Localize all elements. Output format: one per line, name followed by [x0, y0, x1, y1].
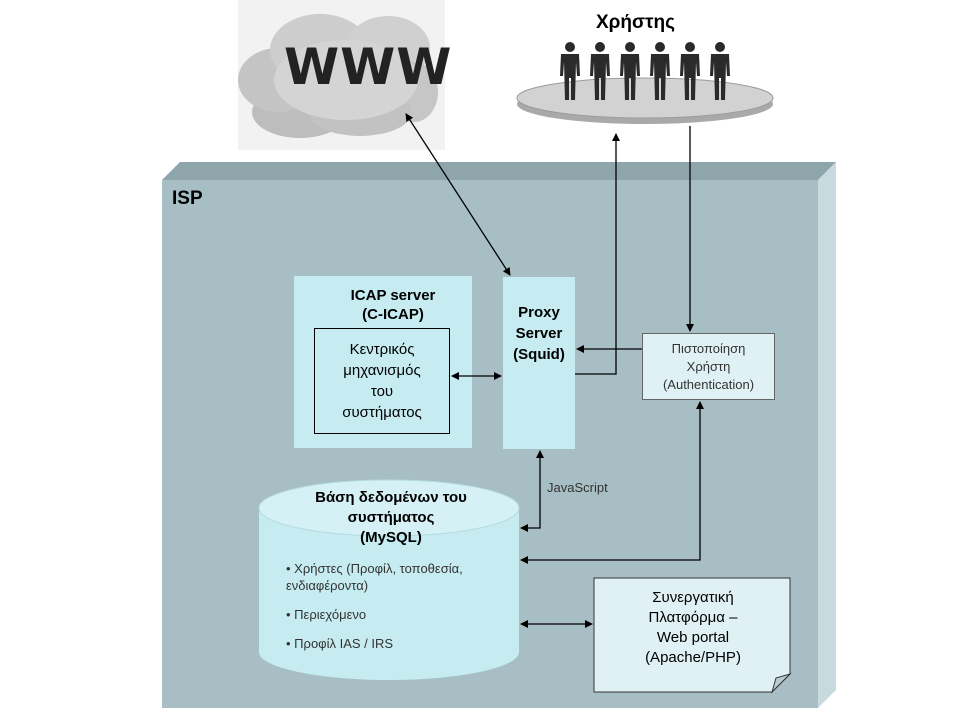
javascript-label: JavaScript — [547, 480, 608, 495]
db-item-content: • Περιεχόμενο — [286, 607, 367, 622]
authentication-box: Πιστοποίηση Χρήστη (Authentication) — [642, 333, 775, 400]
proxy-line3: (Squid) — [513, 346, 565, 363]
database-cylinder — [258, 479, 520, 680]
collaborative-platform-label: Συνεργατική Πλατφόρμα – Web portal (Apac… — [598, 588, 788, 668]
user-figure-icon — [710, 42, 730, 100]
icap-server-panel — [294, 276, 472, 448]
connection-arrows — [405, 113, 704, 628]
isp-label: ISP — [172, 188, 203, 209]
user-figure-icon — [590, 42, 610, 100]
platform-line1: Συνεργατική — [652, 589, 734, 606]
platform-line4: (Apache/PHP) — [645, 649, 741, 666]
icap-title-line1: ICAP server — [350, 287, 436, 304]
user-figure-icon — [560, 42, 580, 100]
core-line4: συστήματος — [342, 404, 422, 421]
proxy-line2: Server — [515, 325, 563, 342]
core-line2: μηχανισμός — [343, 362, 421, 379]
database-items: • Χρήστες (Προφίλ, τοποθεσία, ενδιαφέρον… — [286, 560, 516, 664]
db-title-line1: Βάση δεδομένων του — [315, 489, 467, 506]
user-figure-icon — [680, 42, 700, 100]
auth-line1: Πιστοποίηση — [671, 341, 746, 356]
db-title-line3: (MySQL) — [360, 529, 422, 546]
users-label: Χρήστης — [596, 12, 675, 33]
user-figure-icon — [620, 42, 640, 100]
proxy-line1: Proxy — [518, 304, 560, 321]
icap-server-title: ICAP server (C-ICAP) — [318, 286, 468, 324]
icap-title-line2: (C-ICAP) — [362, 306, 424, 323]
core-line3: του — [370, 383, 394, 400]
db-item-profiles: • Προφίλ IAS / IRS — [286, 636, 394, 651]
db-item-users: • Χρήστες (Προφίλ, τοποθεσία, ενδιαφέρον… — [286, 561, 463, 593]
user-figures — [560, 42, 730, 100]
database-title: Βάση δεδομένων του συστήματος (MySQL) — [288, 488, 494, 548]
auth-line2: Χρήστη — [686, 359, 731, 374]
www-cloud-shape — [238, 0, 445, 150]
db-title-line2: συστήματος — [347, 509, 435, 526]
central-mechanism-box: Κεντρικός μηχανισμός του συστήματος — [314, 328, 450, 434]
core-line1: Κεντρικός — [349, 341, 415, 358]
platform-line3: Web portal — [656, 629, 730, 646]
auth-line3: (Authentication) — [662, 377, 755, 392]
platform-line2: Πλατφόρμα – — [648, 609, 738, 626]
proxy-server-label: Proxy Server (Squid) — [503, 302, 575, 365]
www-label: WWW — [284, 38, 453, 96]
user-figure-icon — [650, 42, 670, 100]
platform-box-shape — [593, 577, 792, 694]
users-platform-shape — [516, 77, 774, 124]
